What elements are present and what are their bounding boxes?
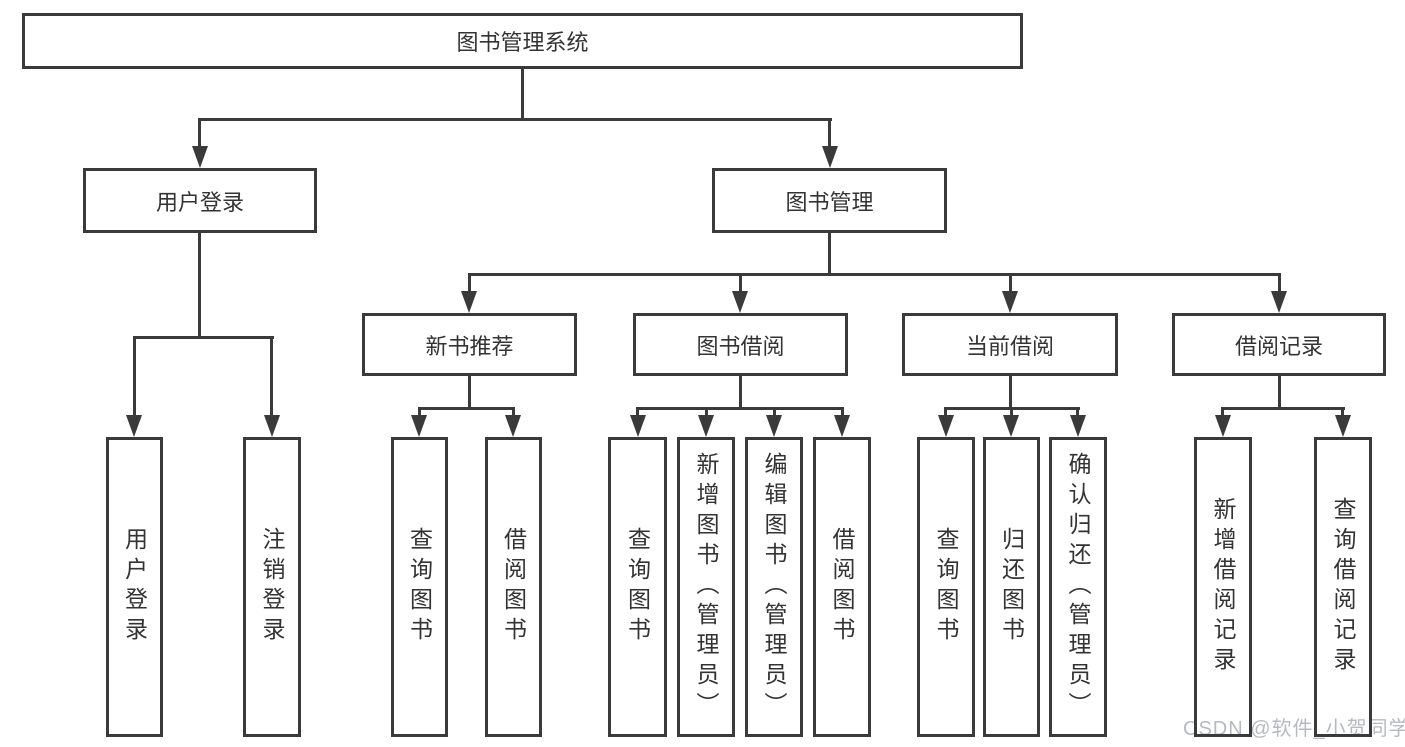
arrow-down-icon xyxy=(766,415,782,437)
arrow-down-icon xyxy=(938,415,954,437)
connector-vline xyxy=(270,336,273,417)
node-label: 新书推荐 xyxy=(425,333,514,359)
leaf-br-query-record: 查询借阅记录 xyxy=(1314,437,1372,737)
node-borrowing-records: 借阅记录 xyxy=(1172,313,1386,376)
connector-vline xyxy=(418,407,421,417)
leaf-nb-borrow-books: 借阅图书 xyxy=(485,437,542,737)
leaf-br-add-record: 新增借阅记录 xyxy=(1194,437,1252,737)
connector-vline xyxy=(1221,407,1224,417)
connector-hline xyxy=(133,336,274,339)
leaf-cb-return-books: 归还图书 xyxy=(983,437,1040,737)
arrow-down-icon xyxy=(1002,291,1018,313)
leaf-label: 归还图书 xyxy=(998,527,1025,647)
node-label: 图书管理系统 xyxy=(456,30,589,55)
leaf-label: 确认归还（管理员） xyxy=(1065,452,1091,722)
leaf-label: 新增借阅记录 xyxy=(1210,497,1236,677)
arrow-down-icon xyxy=(505,415,521,437)
leaf-label: 查询图书 xyxy=(406,527,433,647)
arrow-down-icon xyxy=(1003,415,1019,437)
leaf-logout: 注销登录 xyxy=(243,437,301,737)
leaf-bb-borrow-books: 借阅图书 xyxy=(813,437,871,737)
connector-vline xyxy=(1076,407,1079,417)
connector-vline xyxy=(705,407,708,417)
connector-vline xyxy=(468,376,471,410)
node-book-management: 图书管理 xyxy=(712,168,947,233)
node-label: 用户登录 xyxy=(155,189,244,215)
node-user-login: 用户登录 xyxy=(83,168,317,233)
connector-hline xyxy=(198,118,832,121)
leaf-label: 用户登录 xyxy=(121,527,148,647)
arrow-down-icon xyxy=(630,415,646,437)
arrow-down-icon xyxy=(834,415,850,437)
connector-vline xyxy=(1278,273,1281,291)
leaf-label: 注销登录 xyxy=(259,527,285,647)
node-label: 当前借阅 xyxy=(965,333,1054,359)
connector-hline xyxy=(468,273,1281,276)
leaf-label: 借阅图书 xyxy=(829,527,855,647)
arrow-down-icon xyxy=(126,415,142,437)
node-new-book-recommendation: 新书推荐 xyxy=(362,313,577,376)
leaf-label: 查询图书 xyxy=(624,527,651,647)
leaf-cb-query-books: 查询图书 xyxy=(917,437,975,737)
connector-vline xyxy=(1278,376,1281,410)
connector-vline xyxy=(828,118,831,146)
arrow-down-icon xyxy=(461,291,477,313)
arrow-down-icon xyxy=(264,415,280,437)
leaf-bb-edit-books-admin: 编辑图书（管理员） xyxy=(745,437,803,737)
leaf-bb-add-books-admin: 新增图书（管理员） xyxy=(677,437,735,737)
node-label: 图书借阅 xyxy=(696,333,785,359)
arrow-down-icon xyxy=(1215,415,1231,437)
connector-vline xyxy=(739,376,742,410)
connector-vline xyxy=(739,273,742,291)
connector-vline xyxy=(773,407,776,417)
connector-vline xyxy=(1010,407,1013,417)
arrow-down-icon xyxy=(1271,291,1287,313)
connector-vline xyxy=(468,273,471,291)
arrow-down-icon xyxy=(411,415,427,437)
arrow-down-icon xyxy=(1070,415,1086,437)
connector-vline xyxy=(944,407,947,417)
leaf-label: 借阅图书 xyxy=(500,527,527,647)
connector-vline xyxy=(1009,273,1012,291)
connector-vline xyxy=(521,69,524,121)
leaf-bb-query-books: 查询图书 xyxy=(608,437,667,737)
connector-vline xyxy=(841,407,844,417)
connector-vline xyxy=(1341,407,1344,417)
node-current-borrowing: 当前借阅 xyxy=(902,313,1118,376)
leaf-nb-query-books: 查询图书 xyxy=(391,437,448,737)
connector-vline xyxy=(198,233,201,339)
node-book-borrowing: 图书借阅 xyxy=(633,313,848,376)
node-library-management-system: 图书管理系统 xyxy=(22,13,1023,69)
connector-hline xyxy=(1221,407,1345,410)
leaf-user-login: 用户登录 xyxy=(106,437,163,737)
leaf-label: 查询借阅记录 xyxy=(1330,497,1356,677)
arrow-down-icon xyxy=(698,415,714,437)
leaf-cb-confirm-return-admin: 确认归还（管理员） xyxy=(1049,437,1107,737)
node-label: 图书管理 xyxy=(785,189,874,215)
leaf-label: 新增图书（管理员） xyxy=(693,452,719,722)
arrow-down-icon xyxy=(732,291,748,313)
connector-vline xyxy=(198,118,201,146)
connector-hline xyxy=(418,407,515,410)
connector-vline xyxy=(1009,376,1012,410)
connector-vline xyxy=(133,336,136,417)
connector-vline xyxy=(636,407,639,417)
leaf-label: 查询图书 xyxy=(933,527,959,647)
leaf-label: 编辑图书（管理员） xyxy=(761,452,787,722)
connector-vline xyxy=(828,233,831,276)
connector-vline xyxy=(512,407,515,417)
node-label: 借阅记录 xyxy=(1234,333,1323,359)
arrow-down-icon xyxy=(192,146,208,168)
connector-hline xyxy=(636,407,844,410)
arrow-down-icon xyxy=(1335,415,1351,437)
arrow-down-icon xyxy=(822,146,838,168)
